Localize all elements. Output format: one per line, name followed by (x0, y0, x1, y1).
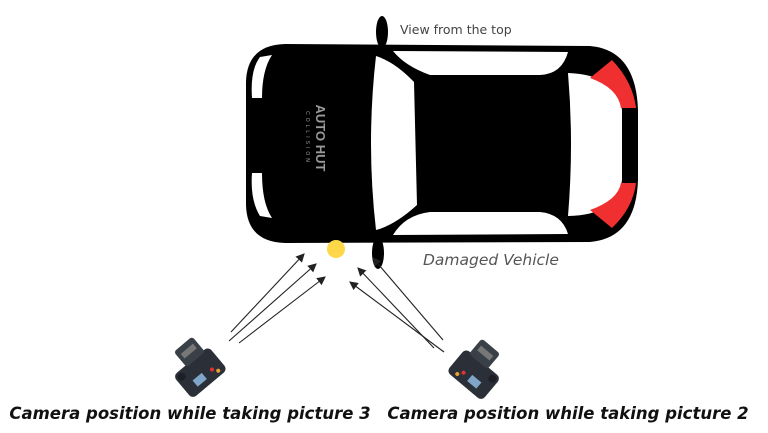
taillight-top (590, 60, 636, 108)
damaged-vehicle-label: Damaged Vehicle (423, 251, 559, 269)
headlight-top (251, 55, 272, 98)
arrow (372, 257, 444, 341)
arrow (349, 281, 445, 353)
arrow (228, 263, 317, 342)
mirror-top (376, 16, 388, 48)
arrow (230, 253, 305, 333)
impact-point (327, 240, 345, 258)
windshield (371, 56, 417, 230)
camera-2-icon (448, 339, 500, 399)
car-body (246, 44, 638, 243)
arrow (238, 276, 326, 344)
view-label: View from the top (400, 22, 512, 37)
svg-text:AUTO HUT: AUTO HUT (313, 105, 328, 172)
arrows-camera-3 (228, 253, 326, 344)
headlight-bottom (251, 173, 272, 218)
svg-text:COLLISION: COLLISION (304, 111, 310, 165)
rear-window (568, 73, 622, 216)
camera-2-label: Camera position while taking picture 2 (387, 404, 749, 423)
side-window-top (393, 51, 568, 75)
side-window-bottom (393, 212, 568, 235)
auto-hut-logo: AUTO HUT COLLISION (304, 105, 328, 172)
camera-3-label: Camera position while taking picture 3 (9, 404, 371, 423)
car-top-view: AUTO HUT COLLISION (246, 16, 638, 269)
camera-3-icon (174, 337, 226, 397)
taillight-bottom (590, 183, 636, 228)
arrows-camera-2 (349, 257, 445, 353)
